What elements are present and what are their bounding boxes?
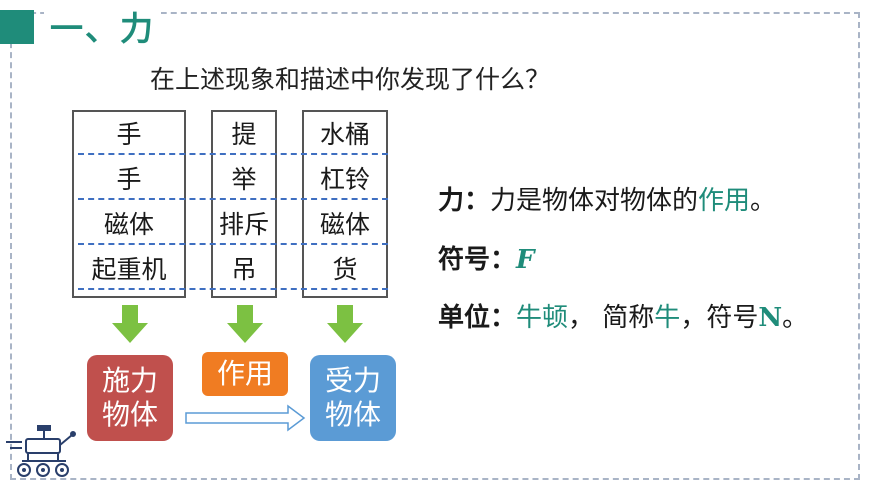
slide-frame <box>10 12 860 480</box>
box-line: 施力 <box>101 364 158 397</box>
definition-text: 力是物体对物体的 <box>490 186 699 216</box>
symbol-label: 符号： <box>438 245 517 275</box>
column-cell: 举 <box>231 165 257 194</box>
arrow-right-icon <box>185 404 306 432</box>
column-object: 水桶 杠铃 磁体 货 <box>302 110 388 298</box>
unit-sep: ， 简称 <box>568 303 655 333</box>
box-line: 受力 <box>324 364 381 397</box>
unit-sep2: ，符号 <box>680 303 759 333</box>
box-line: 物体 <box>324 398 381 431</box>
unit-symbol: N <box>758 303 783 333</box>
column-cell: 水桶 <box>319 120 370 149</box>
force-symbol: F <box>516 245 535 275</box>
unit-name: 牛顿 <box>516 303 569 333</box>
question-text: 在上述现象和描述中你发现了什么？ <box>150 65 551 94</box>
receiving-body-box: 受力 物体 <box>310 355 396 441</box>
symbol-line: 符号：F <box>438 242 534 278</box>
unit-label: 单位： <box>438 303 517 333</box>
unit-line: 单位：牛顿， 简称牛，符号N。 <box>438 300 808 336</box>
definition-label: 力： <box>438 186 491 216</box>
row-divider <box>78 198 388 200</box>
box-line: 物体 <box>101 398 158 431</box>
column-cell: 杠铃 <box>319 165 370 194</box>
page-title: 一、力 <box>44 6 161 52</box>
exerting-body-box: 施力 物体 <box>87 355 173 441</box>
column-cell: 提 <box>231 120 257 149</box>
row-divider <box>78 288 388 290</box>
arrow-down-icon <box>327 305 363 343</box>
arrow-down-icon <box>227 305 263 343</box>
column-cell: 货 <box>332 255 358 284</box>
row-divider <box>78 153 388 155</box>
rover-icon <box>6 425 76 477</box>
column-subject: 手 手 磁体 起重机 <box>72 110 186 298</box>
box-line: 作用 <box>216 357 273 390</box>
column-cell: 吊 <box>231 255 257 284</box>
unit-short: 牛 <box>654 303 681 333</box>
unit-end: 。 <box>782 303 809 333</box>
arrow-down-icon <box>112 305 148 343</box>
column-cell: 磁体 <box>103 210 154 239</box>
column-cell: 排斥 <box>218 210 269 239</box>
column-cell: 手 <box>116 165 142 194</box>
row-divider <box>78 243 388 245</box>
action-box: 作用 <box>202 352 288 396</box>
corner-tab <box>0 10 34 44</box>
definition-end: 。 <box>750 186 777 216</box>
column-cell: 手 <box>116 120 142 149</box>
column-action: 提 举 排斥 吊 <box>211 110 277 298</box>
force-definition: 力：力是物体对物体的作用。 <box>438 183 776 219</box>
definition-highlight: 作用 <box>698 186 751 216</box>
column-cell: 磁体 <box>319 210 370 239</box>
column-cell: 起重机 <box>91 255 167 284</box>
